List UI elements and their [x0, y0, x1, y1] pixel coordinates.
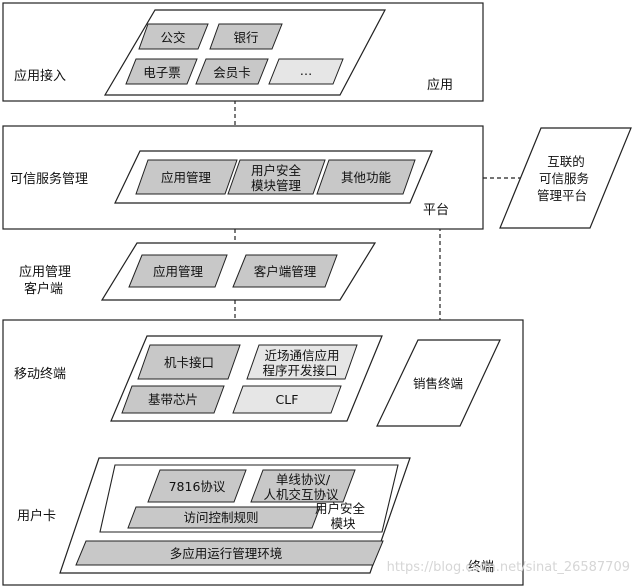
platform-item-security-line1: 用户安全 [251, 163, 302, 178]
app-item-bus: 公交 [138, 23, 209, 50]
platform-item-app-mgmt: 应用管理 [135, 159, 238, 195]
mobile-terminal-label: 移动终端 [14, 366, 66, 382]
app-item-membership-label: 会员卡 [213, 65, 251, 80]
external-frame [499, 127, 632, 229]
terminal-layer-tag: 终端 [468, 559, 494, 575]
app-access-layer: 应用接入 应用 公交 银行 电子票 会员卡 … [2, 2, 484, 102]
client-layer-label-line1: 应用管理 [19, 264, 71, 280]
mobile-item-nfc-api-line2: 程序开发接口 [262, 363, 337, 378]
mobile-item-nfc-api: 近场通信应用 程序开发接口 [246, 344, 358, 380]
mobile-item-card-interface-label: 机卡接口 [164, 355, 214, 370]
platform-layer-tag: 平台 [423, 203, 449, 218]
card-item-runtime-env-label: 多应用运行管理环境 [170, 546, 283, 561]
external-tsm-platform: 互联的 可信服务 管理平台 [499, 127, 632, 229]
pos-label: 销售终端 [413, 376, 463, 391]
app-item-bank: 银行 [209, 23, 283, 50]
card-item-swp-hci-line2: 人机交互协议 [263, 487, 339, 502]
mobile-item-baseband: 基带芯片 [121, 385, 225, 414]
pos-frame [376, 339, 501, 427]
external-line3: 管理平台 [537, 188, 587, 203]
app-item-more: … [268, 58, 344, 85]
card-item-runtime-env: 多应用运行管理环境 [75, 540, 384, 566]
external-line2: 可信服务 [539, 171, 589, 186]
platform-item-other-label: 其他功能 [341, 170, 392, 185]
terminal-layer: 终端 移动终端 机卡接口 近场通信应用 程序开发接口 基带芯片 CLF 销售终端… [2, 319, 524, 586]
external-line1: 互联的 [547, 154, 585, 169]
client-layer-label-line2: 客户端 [24, 281, 63, 297]
card-security-line1: 用户安全 [315, 501, 366, 516]
client-item-client-mgmt: 客户端管理 [232, 254, 338, 288]
app-layer-label: 应用接入 [14, 68, 66, 84]
client-layer: 应用管理 客户端 应用管理 客户端管理 [19, 242, 377, 301]
card-item-access-rules: 访问控制规则 [127, 506, 321, 529]
tsm-platform-layer: 可信服务管理 平台 应用管理 用户安全 模块管理 其他功能 [2, 125, 484, 230]
platform-item-security-module-mgmt: 用户安全 模块管理 [227, 159, 326, 195]
watermark: https://blog.csdn.net/sinat_26587709 [387, 560, 630, 575]
card-security-line2: 模块 [330, 516, 356, 531]
pos-terminal: 销售终端 [376, 339, 501, 427]
client-item-app-mgmt-label: 应用管理 [153, 264, 204, 279]
platform-item-other: 其他功能 [316, 159, 416, 195]
app-item-membership: 会员卡 [195, 58, 269, 85]
card-item-swp-hci-line1: 单线协议/ [276, 472, 331, 487]
platform-item-app-mgmt-label: 应用管理 [161, 170, 212, 185]
card-item-access-rules-label: 访问控制规则 [183, 510, 258, 525]
card-item-7816: 7816协议 [147, 469, 247, 503]
mobile-item-clf: CLF [232, 385, 342, 414]
user-card-label: 用户卡 [17, 508, 56, 524]
mobile-item-card-interface: 机卡接口 [137, 344, 241, 380]
platform-item-security-line2: 模块管理 [251, 178, 302, 193]
mobile-item-baseband-label: 基带芯片 [148, 392, 198, 407]
card-item-swp-hci: 单线协议/ 人机交互协议 [250, 469, 356, 503]
app-item-eticket: 电子票 [125, 58, 198, 85]
app-layer-tag: 应用 [427, 77, 453, 93]
mobile-item-clf-label: CLF [276, 392, 299, 407]
app-item-more-label: … [300, 63, 313, 78]
client-item-client-mgmt-label: 客户端管理 [254, 264, 317, 279]
platform-layer-label: 可信服务管理 [10, 171, 88, 187]
card-item-7816-label: 7816协议 [169, 479, 226, 494]
app-item-eticket-label: 电子票 [143, 65, 181, 80]
app-item-bus-label: 公交 [160, 30, 185, 45]
app-item-bank-label: 银行 [233, 30, 258, 45]
mobile-item-nfc-api-line1: 近场通信应用 [264, 348, 339, 363]
client-item-app-mgmt: 应用管理 [128, 254, 228, 288]
